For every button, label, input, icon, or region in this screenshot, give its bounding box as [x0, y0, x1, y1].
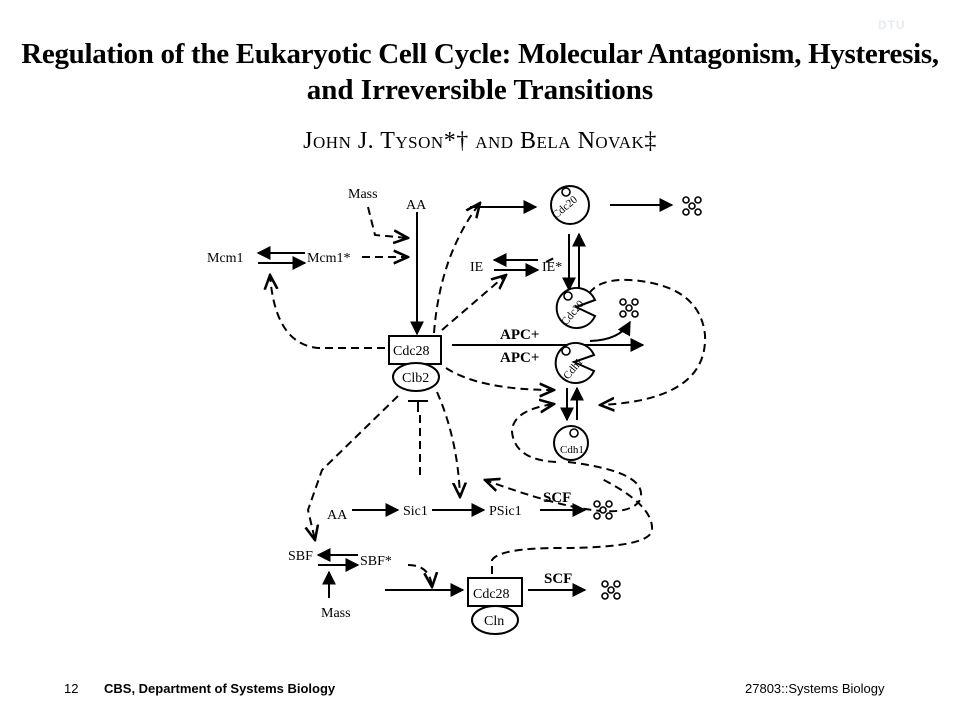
dashed-cdc28-to-cdh1 — [445, 367, 554, 390]
label-mass-top: Mass — [348, 187, 378, 202]
dashed-cdc28-to-ie — [441, 275, 506, 331]
slide-title-line2: and Irreversible Transitions — [306, 74, 654, 106]
dtu-logo: DTU — [878, 18, 906, 32]
dashed-clb2-to-psic1 — [436, 391, 460, 497]
label-cdc28-top: Cdc28 — [393, 344, 430, 359]
label-aa-bottom: AA — [327, 508, 348, 523]
label-ie-star: IE* — [542, 260, 562, 275]
label-sbf-star: SBF* — [360, 554, 392, 569]
degradation-products-2 — [619, 298, 639, 318]
cdc20-top-circle — [550, 185, 590, 225]
label-apc-plus-1: APC+ — [500, 327, 539, 343]
footer-department: CBS, Department of Systems Biology — [104, 681, 336, 696]
label-scf-1: SCF — [543, 490, 571, 506]
degradation-products-1 — [682, 196, 702, 216]
cdc28-top-box — [388, 335, 442, 365]
label-sbf: SBF — [288, 549, 313, 564]
dashed-clb2-to-sbf — [308, 395, 399, 540]
dashed-ie-to-cdc20 — [545, 257, 555, 263]
label-ie: IE — [470, 260, 483, 275]
label-aa-top: AA — [406, 198, 427, 213]
page-number: 12 — [64, 681, 79, 696]
dashed-mass-to-aa — [367, 206, 408, 238]
label-cdc28-bottom: Cdc28 — [473, 587, 510, 602]
cdh1-bottom-circle — [553, 425, 589, 461]
arrow-cdc20-degrade-mid — [589, 320, 631, 342]
dashed-cdc28-to-mcm1 — [270, 275, 385, 349]
label-cdh1-bottom: Cdh1 — [560, 444, 584, 456]
dashed-cdc28-to-loop — [491, 477, 654, 574]
dashed-feedback-loop — [583, 278, 707, 405]
label-clb2: Clb2 — [402, 371, 429, 386]
label-apc-plus-2: APC+ — [500, 350, 539, 366]
dashed-sbf-to-cdc28 — [407, 564, 432, 587]
label-scf-2: SCF — [544, 571, 572, 587]
degradation-products-4 — [601, 580, 621, 600]
label-mcm1: Mcm1 — [207, 251, 244, 266]
clb2-ellipse — [392, 362, 440, 392]
authors: John J. Tyson*† and Bela Novak‡ — [303, 128, 657, 154]
label-cln: Cln — [484, 614, 504, 629]
dashed-cdh1-bottom-loop — [510, 404, 556, 463]
cln-ellipse — [471, 605, 519, 635]
label-mcm1-star: Mcm1* — [307, 251, 351, 266]
degradation-products-3 — [593, 500, 613, 520]
dashed-cdc28-to-cdc20 — [433, 203, 480, 334]
label-mass-bottom: Mass — [321, 606, 351, 621]
label-sic1: Sic1 — [403, 504, 428, 519]
slide-title-line1: Regulation of the Eukaryotic Cell Cycle:… — [21, 38, 939, 70]
label-psic1: PSic1 — [489, 504, 522, 519]
footer-course: 27803::Systems Biology — [745, 681, 885, 696]
